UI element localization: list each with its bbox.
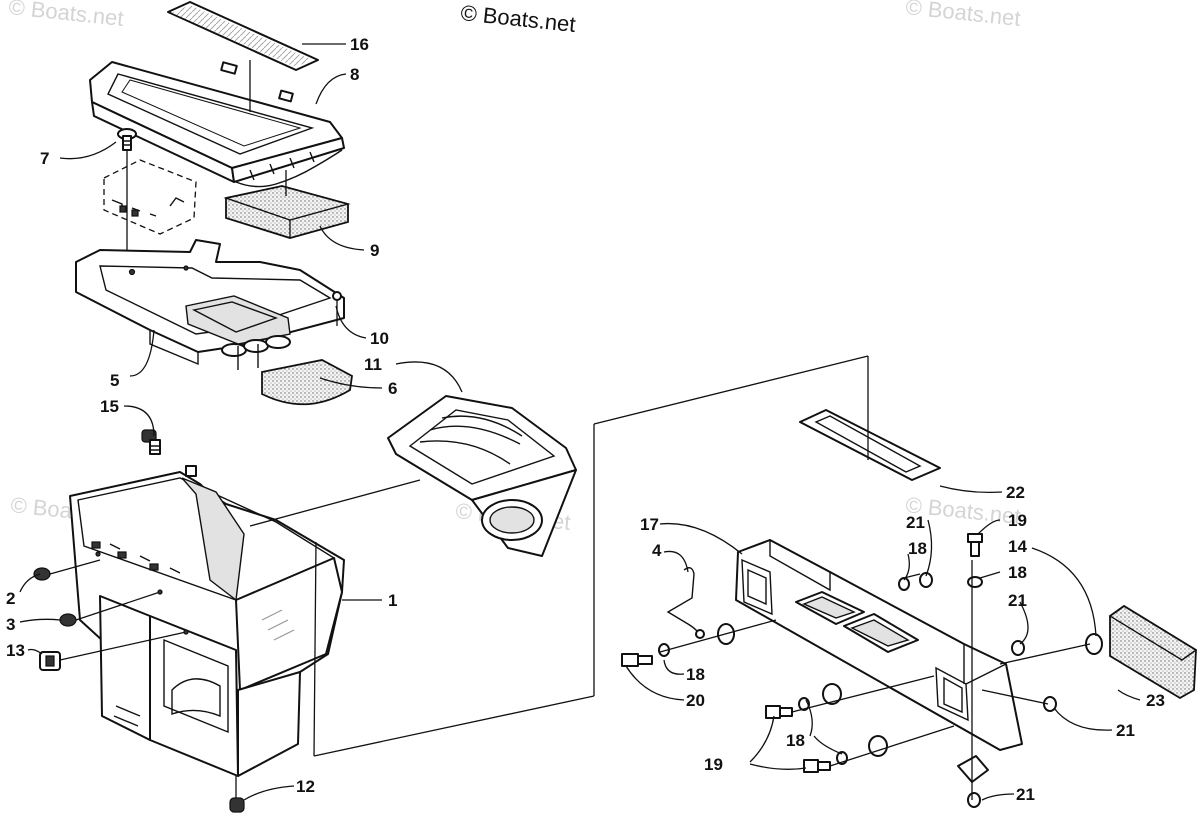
part-21-nut-b xyxy=(1011,640,1025,656)
callout-21-a: 21 xyxy=(906,513,925,532)
callout-8: 8 xyxy=(350,65,359,84)
callout-4: 4 xyxy=(652,541,662,560)
callout-21-d: 21 xyxy=(1016,785,1035,804)
part-6-foam xyxy=(261,359,353,406)
callout-21-b: 21 xyxy=(1008,591,1027,610)
callout-18-c: 18 xyxy=(686,665,705,684)
callout-6: 6 xyxy=(388,379,397,398)
callout-5: 5 xyxy=(110,371,119,390)
callout-22: 22 xyxy=(1006,483,1025,502)
part-13-clip xyxy=(39,651,61,671)
part-3-screw xyxy=(59,613,77,627)
part-23-filter xyxy=(1108,604,1198,700)
part-15-fastener xyxy=(141,429,161,455)
part-19-bolt-a xyxy=(967,533,983,557)
part-1-airbox xyxy=(69,465,345,777)
callout-10: 10 xyxy=(370,329,389,348)
knob xyxy=(957,755,989,783)
part-16-filter-screen xyxy=(167,1,319,71)
callout-2: 2 xyxy=(6,589,15,608)
part-2-screw xyxy=(33,567,51,581)
part-9-foam-element xyxy=(223,185,351,239)
part-21-nut-a xyxy=(919,572,933,588)
part-14-grommet xyxy=(1085,633,1103,655)
watermark-top-center: © Boats.net xyxy=(459,0,576,37)
part-21-nut-c xyxy=(1043,696,1057,712)
callout-9: 9 xyxy=(370,241,379,260)
part-22-gasket xyxy=(799,409,941,481)
callout-19-a: 19 xyxy=(1008,511,1027,530)
callout-3: 3 xyxy=(6,615,15,634)
grommet-b xyxy=(822,683,842,705)
leader-lines xyxy=(19,43,1141,801)
callout-18-b: 18 xyxy=(1008,563,1027,582)
callout-1: 1 xyxy=(388,591,397,610)
callout-16: 16 xyxy=(350,35,369,54)
callout-14: 14 xyxy=(1008,537,1027,556)
callout-15: 15 xyxy=(100,397,119,416)
watermark-top-left: © Boats.net xyxy=(7,0,124,31)
watermark-top-right: © Boats.net xyxy=(904,0,1021,31)
callout-18-d: 18 xyxy=(786,731,805,750)
part-5-tray xyxy=(75,239,345,370)
callout-11: 11 xyxy=(364,355,382,374)
part-10-screw xyxy=(332,291,342,326)
callout-21-c: 21 xyxy=(1116,721,1135,740)
part-8-airbox-cover xyxy=(89,61,345,188)
electronic-module-dashed xyxy=(103,150,197,262)
part-4-spring-clip xyxy=(666,567,705,639)
callout-23: 23 xyxy=(1146,691,1165,710)
assembly-lines xyxy=(49,60,1091,800)
part-18-washer-c xyxy=(967,576,983,588)
callout-19-b: 19 xyxy=(704,755,723,774)
part-12-drain-plug xyxy=(229,776,245,813)
part-21-nut-d xyxy=(967,792,981,808)
part-7-bolt xyxy=(117,128,137,151)
callout-12: 12 xyxy=(296,777,315,796)
callout-20: 20 xyxy=(686,691,705,710)
part-20-bolt xyxy=(621,653,653,667)
callout-18-a: 18 xyxy=(908,539,927,558)
callout-7: 7 xyxy=(40,149,49,168)
callout-13: 13 xyxy=(6,641,25,660)
part-17-silencer xyxy=(735,538,1023,751)
part-19-bolt-b xyxy=(765,705,793,719)
part-19-bolt-c xyxy=(803,759,831,773)
callout-labels: 16 8 7 9 10 5 6 11 15 1 2 3 13 12 17 4 2… xyxy=(6,35,1165,804)
callout-17: 17 xyxy=(640,515,659,534)
grommet-c xyxy=(868,735,888,757)
part-11-inlet-duct xyxy=(387,395,577,557)
